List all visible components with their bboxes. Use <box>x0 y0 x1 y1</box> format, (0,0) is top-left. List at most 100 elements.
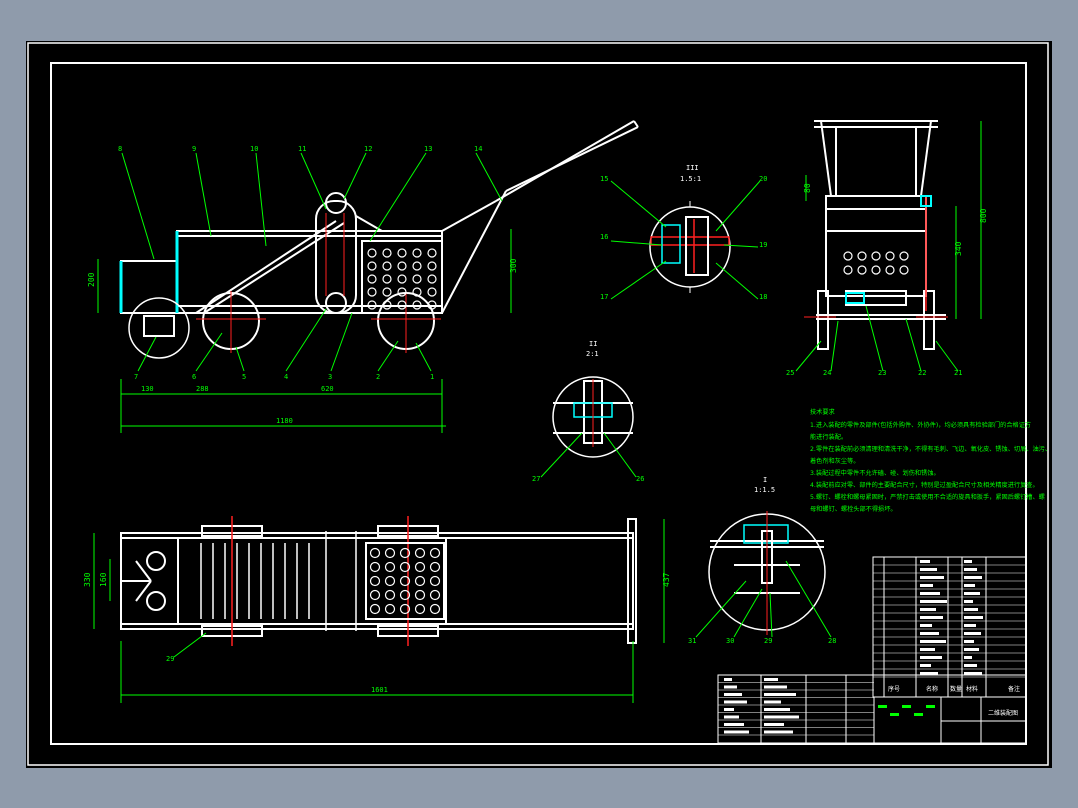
svg-text:8: 8 <box>118 145 122 153</box>
dim-overall: 1180 <box>276 417 293 425</box>
parts-text-mark <box>920 568 937 571</box>
title-text-mark <box>764 723 784 726</box>
plan-leader-line <box>173 632 207 658</box>
seed-cell <box>399 575 411 587</box>
seed-cell <box>367 261 377 271</box>
title-text-mark <box>724 685 737 689</box>
parts-text-mark <box>920 608 936 611</box>
plan-view-dimensions <box>93 519 665 703</box>
svg-text:20: 20 <box>759 175 767 183</box>
side-view-dimensions <box>97 229 512 433</box>
seed-cell <box>399 547 411 559</box>
seed-cell <box>369 575 381 587</box>
title-text-mark <box>764 678 778 681</box>
seed-cell <box>367 300 377 310</box>
title-green-mark <box>914 713 923 716</box>
end-view <box>804 120 948 350</box>
svg-text:17: 17 <box>600 293 608 301</box>
svg-text:12: 12 <box>364 145 372 153</box>
parts-text-mark <box>964 624 976 627</box>
parts-footer: 序号 名称 数量 材料 备注 <box>888 685 1020 693</box>
dim-left-height: 200 <box>87 272 96 287</box>
svg-text:24: 24 <box>823 369 831 377</box>
seed-cell <box>382 274 392 284</box>
seed-cell <box>843 265 853 275</box>
cad-drawing: 200 300 130 288 620 1180 8 9 10 11 12 13… <box>27 42 1051 766</box>
svg-text:备注: 备注 <box>1008 685 1020 693</box>
detail-two-label-26: 26 <box>636 475 644 483</box>
seed-cell <box>885 251 895 261</box>
seed-cell <box>382 261 392 271</box>
svg-text:14: 14 <box>474 145 482 153</box>
svg-text:18: 18 <box>759 293 767 301</box>
title-text-mark <box>724 708 734 711</box>
detail-two <box>552 376 634 458</box>
seed-cell <box>885 265 895 275</box>
seed-cell <box>397 300 407 310</box>
title-text-mark <box>724 678 732 681</box>
side-view-leaders <box>121 152 503 372</box>
seed-cell <box>429 561 441 573</box>
svg-text:6: 6 <box>192 373 196 381</box>
seed-cell <box>427 248 437 258</box>
detail-two-label-27: 27 <box>532 475 540 483</box>
parts-text-mark <box>920 656 942 659</box>
title-text-mark <box>724 700 747 704</box>
notes-title: 技术要求 <box>810 408 835 416</box>
detail-one-title: I <box>763 476 767 484</box>
seed-cell <box>397 274 407 284</box>
detail-two-scale: 2:1 <box>586 350 599 358</box>
parts-text-mark <box>920 624 932 627</box>
detail-one-scale: 1:1.5 <box>754 486 775 494</box>
dim-d2: 288 <box>196 385 209 393</box>
side-view <box>119 120 639 359</box>
parts-list <box>872 556 1027 698</box>
svg-text:19: 19 <box>759 241 767 249</box>
detail-one-leaders <box>695 560 832 638</box>
seed-cell <box>429 589 441 601</box>
plan-view <box>120 516 637 646</box>
title-text-mark <box>724 693 742 696</box>
parts-text-mark <box>964 648 979 651</box>
svg-text:5: 5 <box>242 373 246 381</box>
end-view-labels: 25 24 23 22 21 <box>786 369 962 377</box>
parts-text-mark <box>920 664 931 667</box>
detail-three-leaders <box>610 180 761 300</box>
drawing-sheet: 200 300 130 288 620 1180 8 9 10 11 12 13… <box>26 41 1052 768</box>
note-line-2: 能进行装配。 <box>810 433 847 441</box>
parts-text-mark <box>920 640 946 643</box>
detail-three <box>649 201 731 293</box>
seed-cell <box>427 274 437 284</box>
title-block <box>717 674 1027 744</box>
parts-text-mark <box>964 672 982 675</box>
end-view-dimensions <box>805 121 982 319</box>
svg-text:28: 28 <box>828 637 836 645</box>
seed-cell <box>382 248 392 258</box>
svg-text:1: 1 <box>430 373 434 381</box>
dim-d3: 620 <box>321 385 334 393</box>
parts-text-mark <box>964 664 977 667</box>
note-line-8: 母和螺钉、螺栓头部不得损坏。 <box>810 505 897 513</box>
seed-cell <box>857 265 867 275</box>
seed-cell <box>397 287 407 297</box>
outer-border <box>27 42 1049 766</box>
title-text-mark <box>764 700 781 704</box>
svg-text:25: 25 <box>786 369 794 377</box>
svg-text:材料: 材料 <box>966 685 978 693</box>
parts-text-mark <box>920 632 939 635</box>
title-green-mark <box>902 705 911 708</box>
svg-text:11: 11 <box>298 145 306 153</box>
parts-text-mark <box>964 608 978 611</box>
note-line-7: 5.螺钉、螺栓和螺母紧固时，严禁打击或使用不合适的旋具和扳手，紧固后螺钉槽、螺 <box>810 493 1045 501</box>
detail-two-leaders <box>540 432 637 478</box>
plan-dim-w1: 330 <box>83 572 92 587</box>
seed-cell <box>367 248 377 258</box>
parts-text-mark <box>964 560 972 563</box>
svg-text:22: 22 <box>918 369 926 377</box>
svg-text:10: 10 <box>250 145 258 153</box>
seed-cell <box>397 248 407 258</box>
end-dim-h1: 800 <box>979 208 988 223</box>
seed-cell <box>414 603 426 615</box>
detail-three-scale: 1.5:1 <box>680 175 701 183</box>
svg-text:2: 2 <box>376 373 380 381</box>
